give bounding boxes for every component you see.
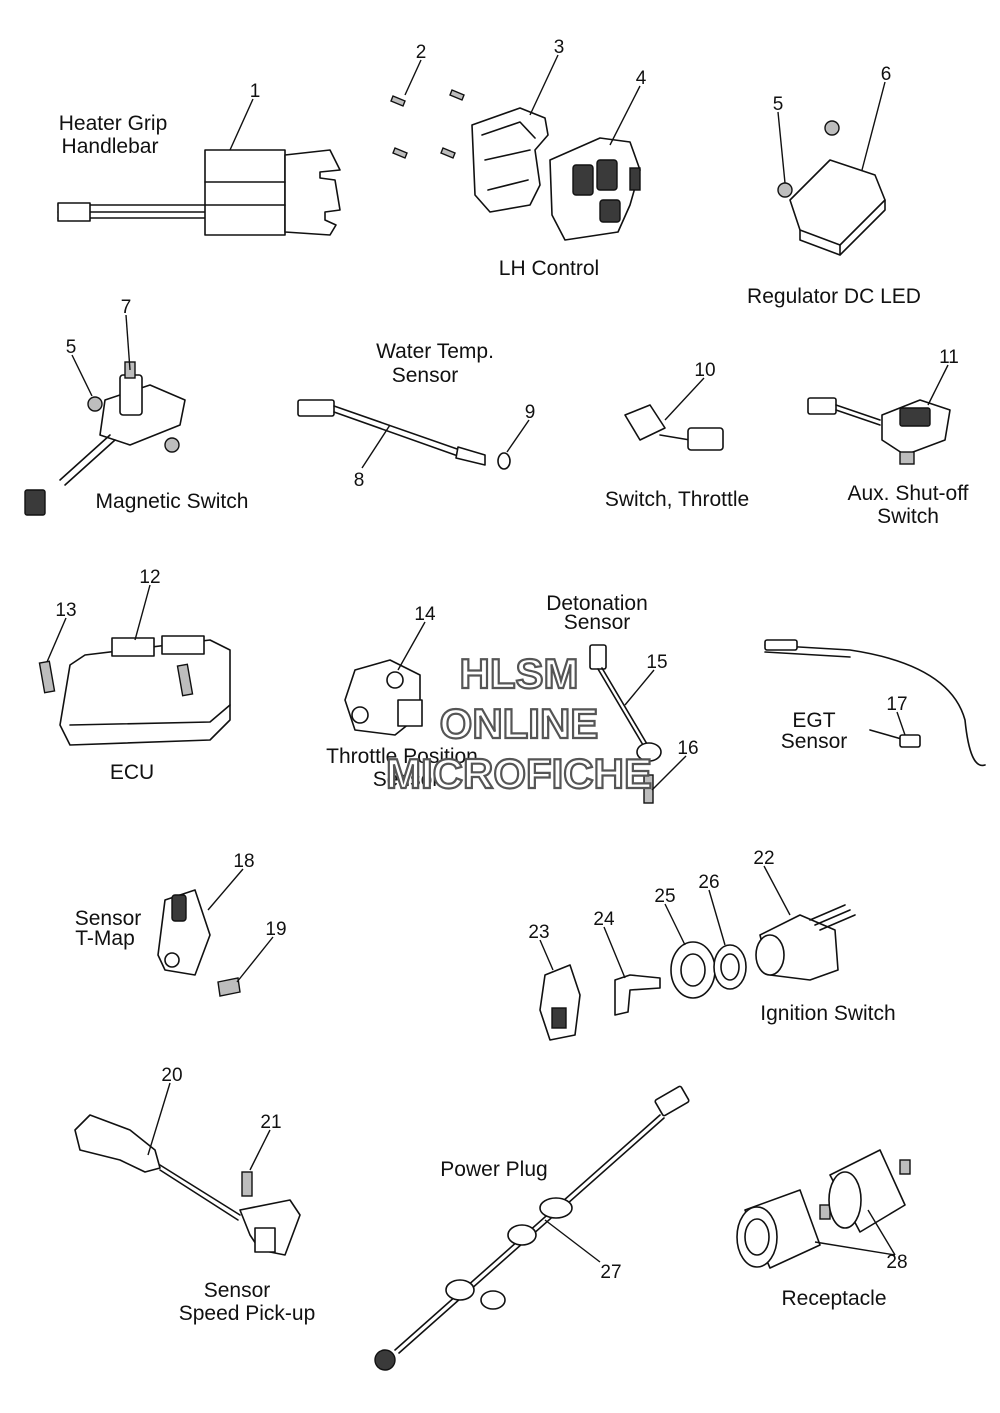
part-regulator [777,120,886,256]
callout-14: 14 [414,604,436,625]
part-egt-sensor [764,639,986,767]
callout-16: 16 [677,738,698,759]
callout-3: 3 [554,37,565,58]
callout-27: 27 [600,1262,621,1283]
callout-26: 26 [698,872,719,893]
part-water-temp-sensor [297,399,511,470]
watermark-line-2: ONLINE [440,700,599,747]
part-lh-control-housing [471,107,549,213]
part-power-plug [374,1085,690,1371]
watermark-line-3: MICROFICHE [386,750,652,797]
callout-28: 28 [886,1252,907,1273]
callout-1: 1 [250,81,261,102]
label-detonation-1: Detonation [546,592,648,615]
callout-10: 10 [694,360,715,381]
label-receptacle: Receptacle [781,1287,886,1310]
part-throttle-switch [624,404,724,451]
part-throttle-position-sensor [344,659,423,736]
callout-7: 7 [121,297,132,318]
callout-5b: 5 [66,337,77,358]
label-regulator: Regulator DC LED [747,285,921,308]
part-receptacle [736,1149,911,1269]
watermark-line-1: HLSM [460,650,579,697]
callout-21: 21 [260,1112,281,1133]
callout-18: 18 [233,851,254,872]
callout-24: 24 [593,909,615,930]
callout-8: 8 [354,470,365,491]
label-water-temp-2: Sensor [392,364,459,387]
label-water-temp-1: Water Temp. [376,340,494,363]
label-heater-grip-1: Heater Grip [59,112,168,135]
part-speed-pickup-sensor [74,1114,301,1256]
label-speed-pickup-2: Speed Pick-up [179,1302,316,1325]
callout-20: 20 [161,1065,182,1086]
callout-2: 2 [416,42,427,63]
label-switch-throttle: Switch, Throttle [605,488,749,511]
callout-12: 12 [139,567,160,588]
part-heater-grip [57,149,341,236]
label-egt-1: EGT [792,709,835,732]
part-aux-shutoff-switch [807,397,951,465]
callout-25: 25 [654,886,675,907]
callout-19: 19 [265,919,286,940]
label-tmap-1: Sensor [75,907,142,930]
callout-22: 22 [753,848,774,869]
part-lh-control-switch [549,137,641,241]
label-speed-pickup-1: Sensor [204,1279,271,1302]
callout-15: 15 [646,652,667,673]
callout-23: 23 [528,922,549,943]
callout-11: 11 [939,347,959,368]
callout-9: 9 [525,402,536,423]
label-egt-2: Sensor [781,730,848,753]
callout-6: 6 [881,64,892,85]
part-detonation-sensor [589,644,662,804]
label-magnetic-switch: Magnetic Switch [96,490,249,513]
label-ignition-switch: Ignition Switch [760,1002,895,1025]
part-ecu [38,635,231,746]
part-ignition-switch [539,904,856,1041]
label-aux-shutoff-2: Switch [877,505,939,528]
callout-13: 13 [55,600,76,621]
label-lh-control: LH Control [499,257,599,280]
watermark: HLSM ONLINE MICROFICHE [385,649,653,798]
part-tmap-sensor [157,889,241,997]
label-tmap-2: T-Map [75,927,135,950]
label-ecu: ECU [110,761,154,784]
label-aux-shutoff-1: Aux. Shut-off [847,482,968,505]
label-detonation-2: Sensor [564,611,631,634]
label-throttle-position-1: Throttle Position [326,745,478,768]
callout-4: 4 [636,68,647,89]
label-heater-grip-2: Handlebar [62,135,159,158]
label-throttle-position-2: Sensor [373,768,440,791]
part-lh-control-screws [390,89,465,159]
label-power-plug: Power Plug [440,1158,547,1181]
callout-17: 17 [886,694,907,715]
callout-5a: 5 [773,94,784,115]
